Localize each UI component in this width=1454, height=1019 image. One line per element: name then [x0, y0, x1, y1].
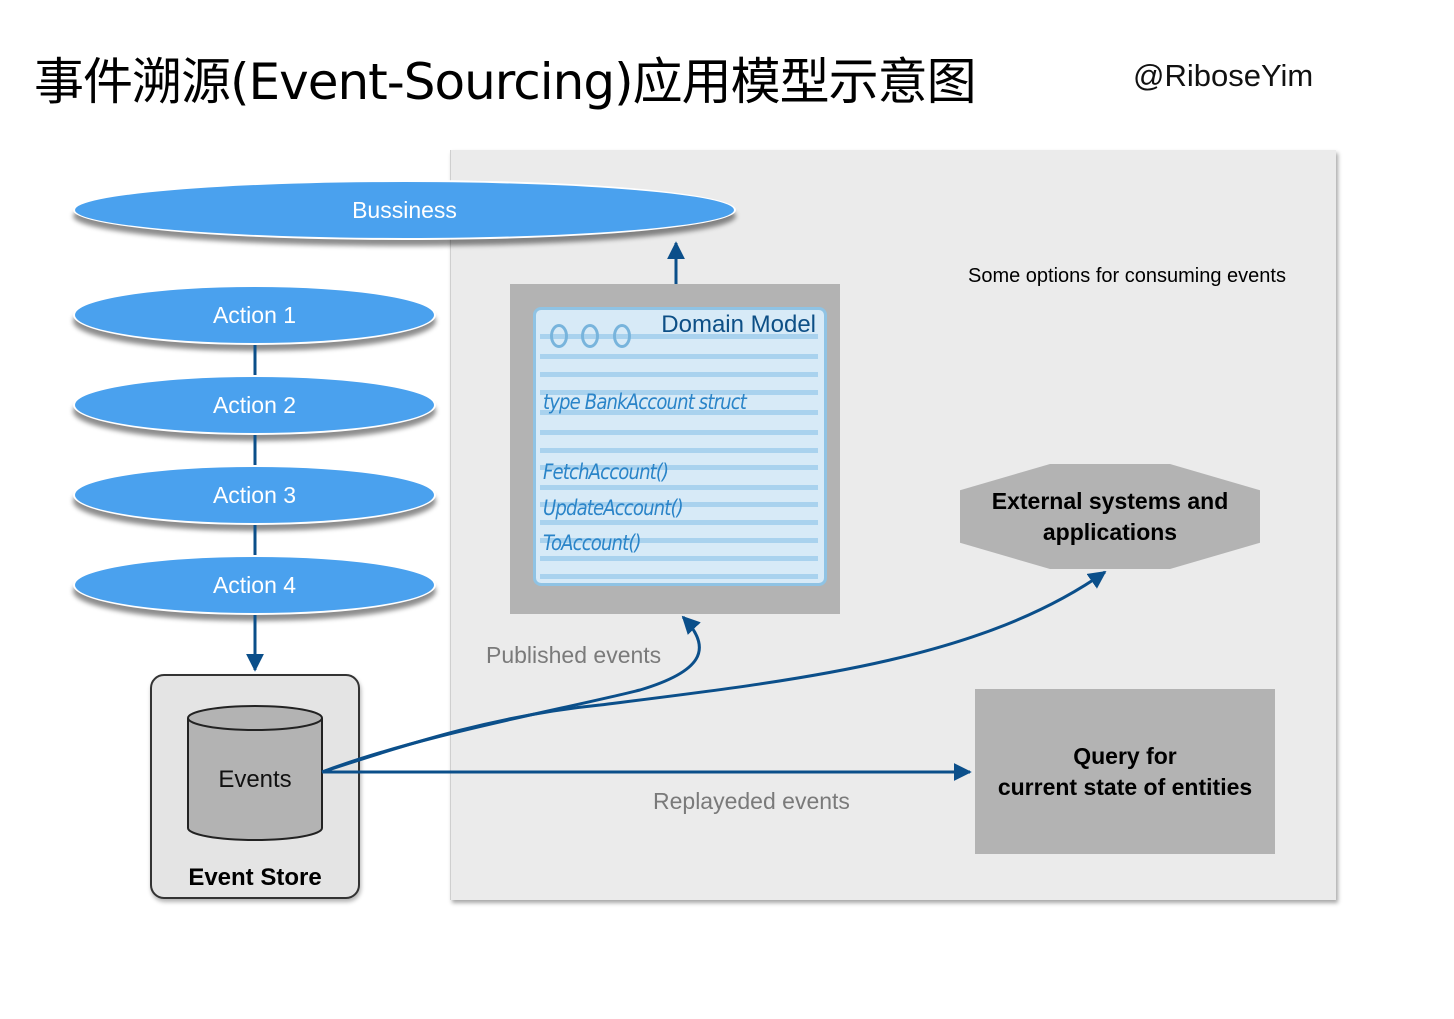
- events-db-label: Events: [218, 766, 292, 793]
- query-line-1: Query for: [1073, 742, 1177, 769]
- action-label: Action 4: [212, 571, 297, 598]
- published-events-label: Published events: [486, 642, 662, 668]
- domain-model-card[interactable]: Domain Model type BankAccount struct Fet…: [533, 307, 827, 586]
- author-handle: @RiboseYim: [1133, 58, 1314, 93]
- replayed-events-label: Replayeded events: [653, 788, 850, 814]
- action-node-2[interactable]: Action 2: [73, 375, 436, 435]
- window-dot-icon: [550, 324, 568, 348]
- external-systems-node[interactable]: External systems and applications: [960, 464, 1260, 569]
- action-node-3[interactable]: Action 3: [73, 465, 436, 525]
- method-line: FetchAccount(): [543, 460, 669, 484]
- query-line-2: current state of entities: [997, 773, 1253, 800]
- action-label: Action 3: [212, 481, 297, 508]
- window-dot-icon: [613, 324, 631, 348]
- action-label: Action 2: [212, 391, 297, 418]
- struct-line: type BankAccount struct: [543, 390, 747, 414]
- external-label: External systems and applications: [991, 487, 1229, 545]
- event-store-label: Event Store: [188, 864, 322, 891]
- panel-caption: Some options for consuming events: [968, 265, 1286, 287]
- action-node-4[interactable]: Action 4: [73, 555, 436, 615]
- domain-model-title: Domain Model: [661, 311, 816, 338]
- window-dot-icon: [581, 324, 599, 348]
- method-line: UpdateAccount(): [543, 496, 684, 520]
- diagram-title: 事件溯源(Event-Sourcing)应用模型示意图: [34, 53, 977, 111]
- business-label: Bussiness: [352, 196, 457, 223]
- query-node[interactable]: Query for current state of entities: [975, 689, 1275, 854]
- method-line: ToAccount(): [543, 531, 642, 555]
- action-label: Action 1: [212, 301, 297, 328]
- business-node[interactable]: Bussiness: [73, 180, 736, 240]
- action-node-1[interactable]: Action 1: [73, 285, 436, 345]
